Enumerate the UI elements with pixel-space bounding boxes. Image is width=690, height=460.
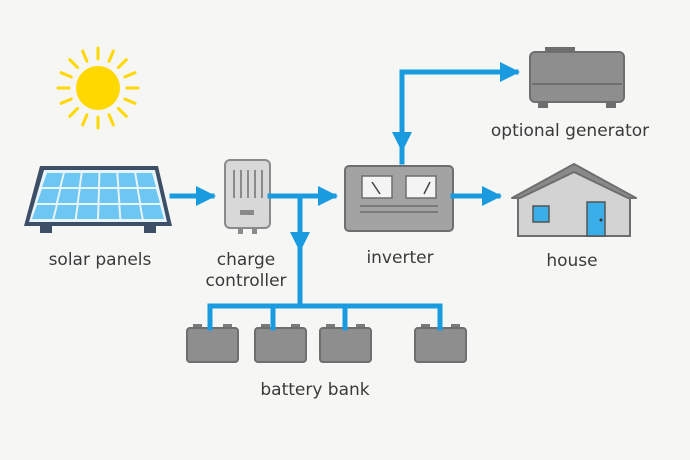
battery-bank-label: battery bank — [260, 380, 370, 400]
optional-generator-label: optional generator — [490, 121, 650, 141]
inverter-label: inverter — [366, 248, 434, 268]
solar-panels-label: solar panels — [48, 250, 152, 270]
flow-arrow-inverter-to-generator — [399, 62, 520, 165]
charge-controller-label-line2: controller — [205, 271, 287, 291]
battery-bus — [207, 303, 443, 331]
generator-icon — [529, 47, 625, 108]
sun-icon — [56, 46, 140, 130]
battery-icon — [186, 324, 239, 363]
battery-icon — [254, 324, 307, 363]
charge-controller-label-line1: charge — [216, 250, 276, 270]
house-label: house — [546, 251, 598, 271]
house-icon — [511, 163, 637, 237]
battery-icon — [414, 324, 467, 363]
charge-controller-icon — [224, 159, 271, 234]
solar-panel-icon — [24, 166, 172, 233]
inverter-icon — [344, 165, 454, 232]
